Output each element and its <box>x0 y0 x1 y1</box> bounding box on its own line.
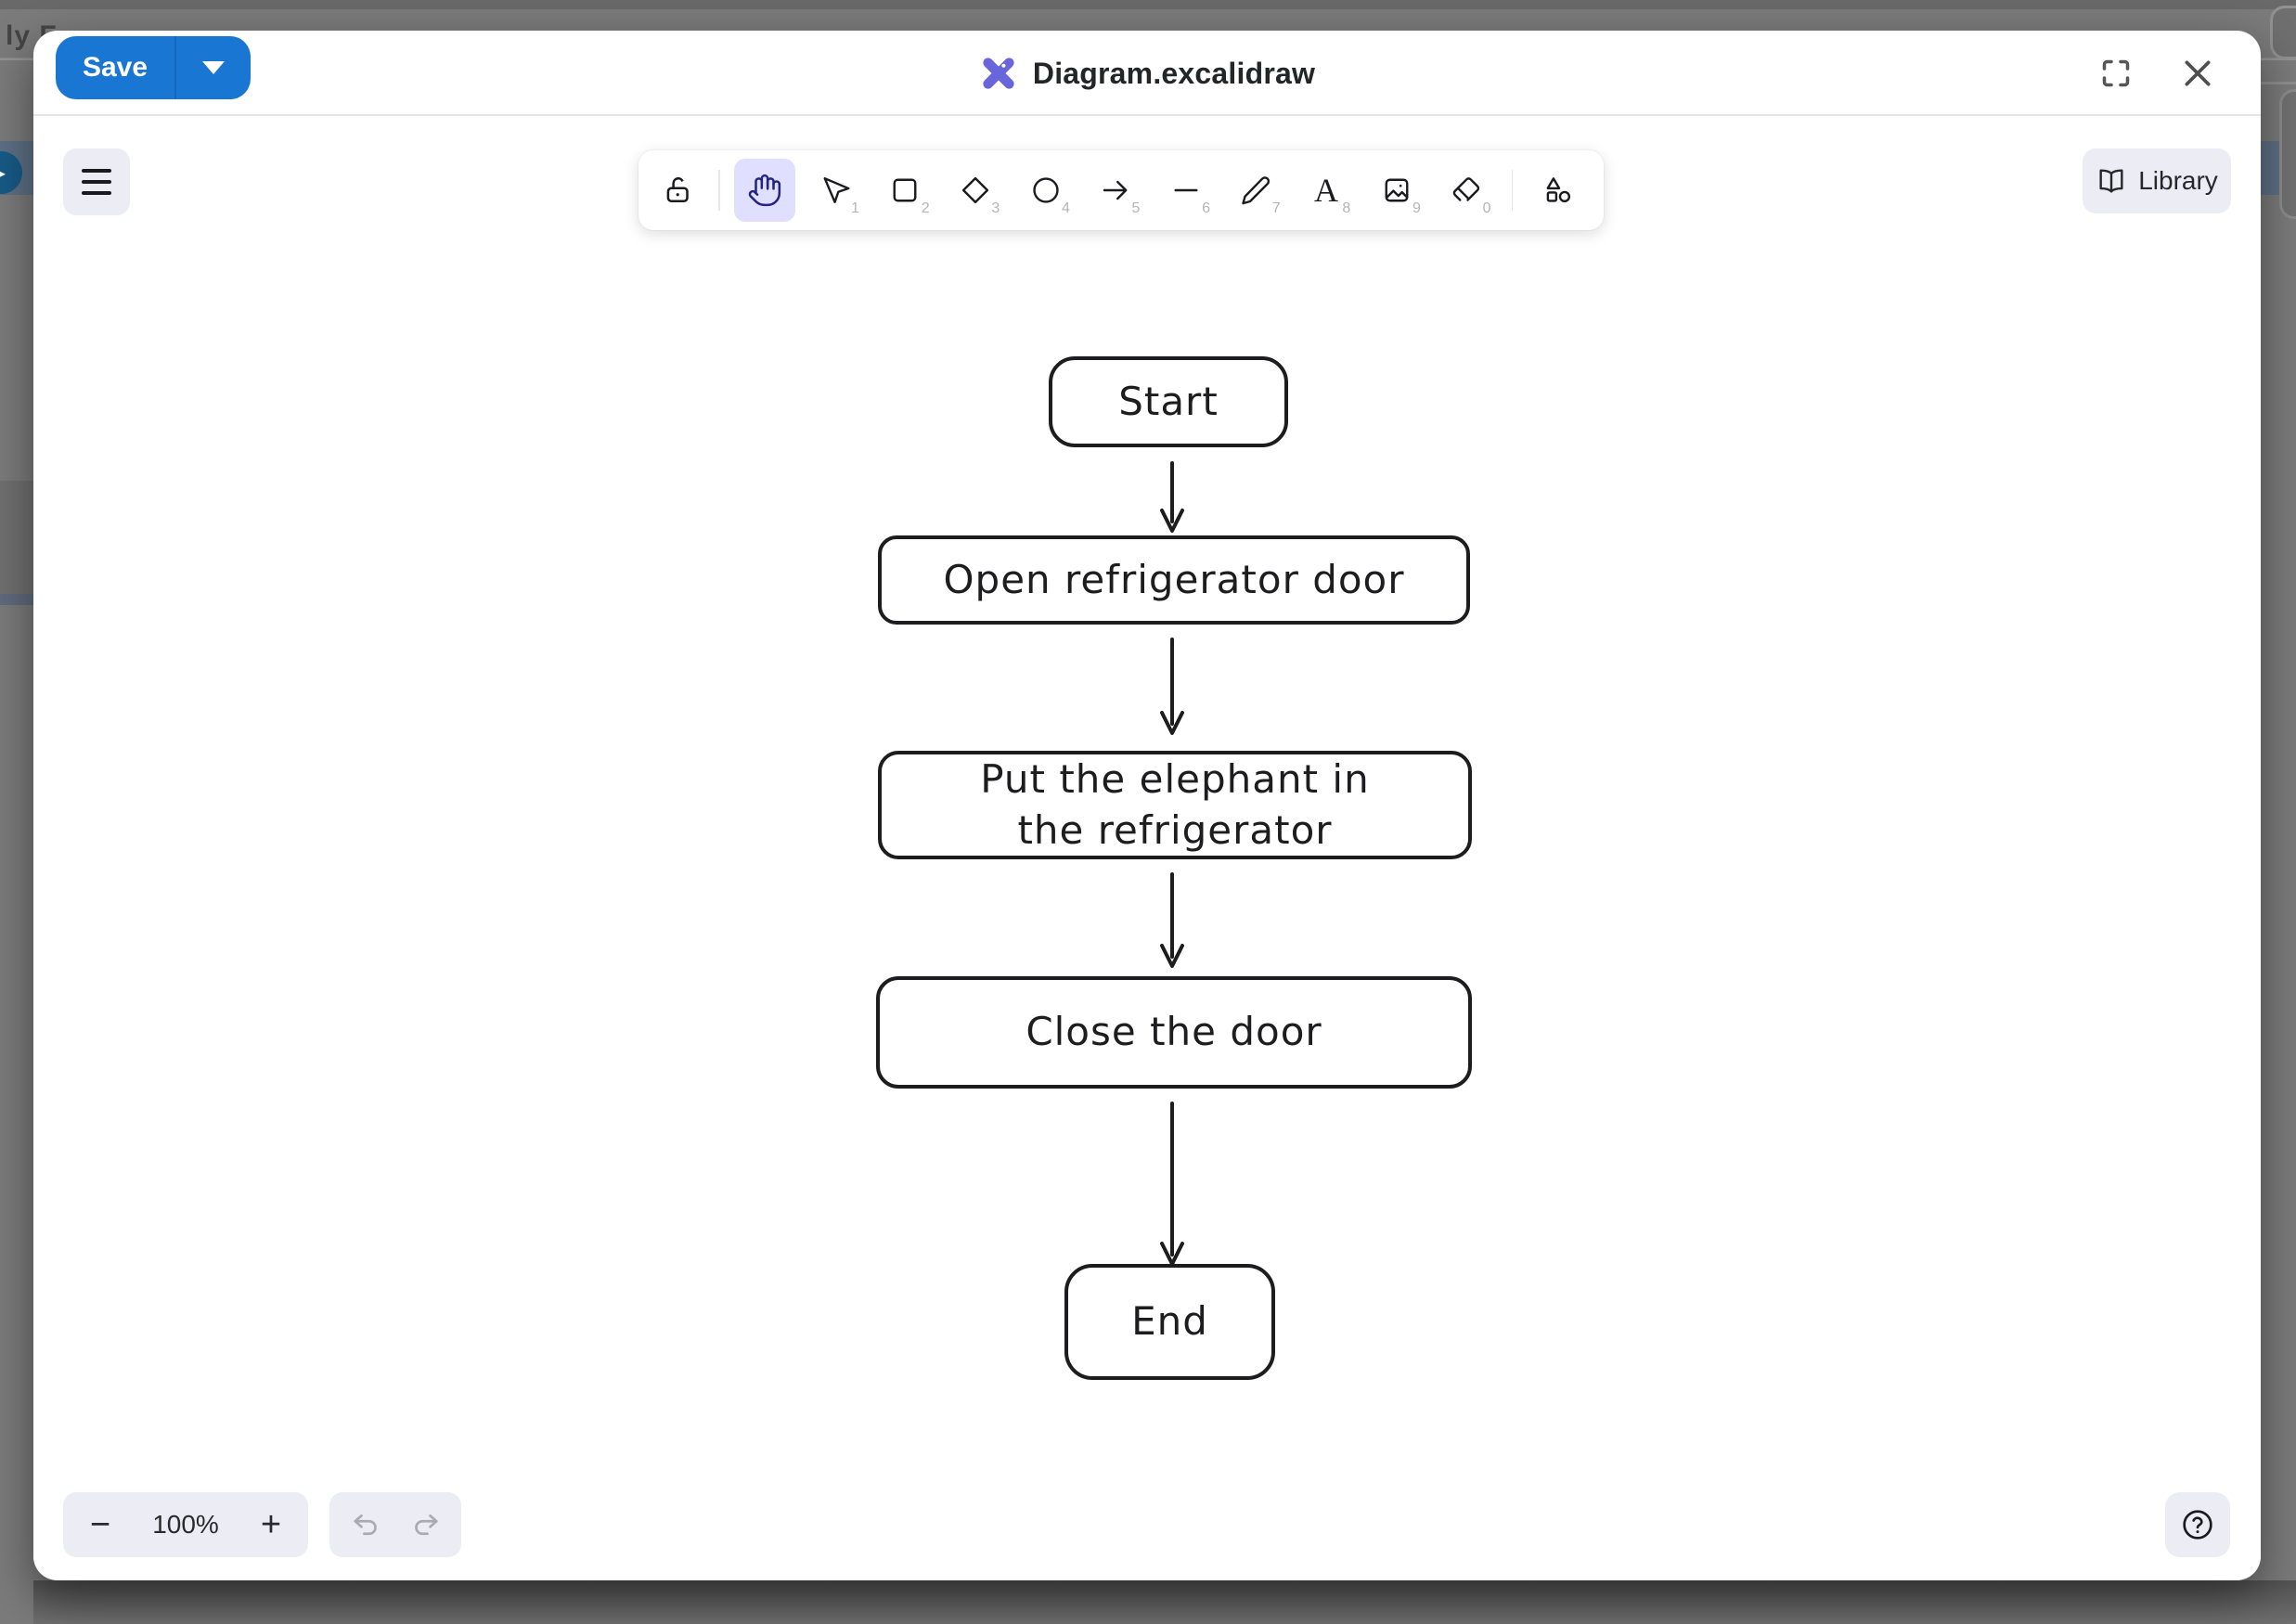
lock-tool[interactable] <box>653 159 704 222</box>
background-band <box>0 481 33 594</box>
library-button[interactable]: Library <box>2083 148 2231 213</box>
close-button[interactable] <box>2175 51 2220 96</box>
background-edge-line <box>2261 82 2296 84</box>
library-button-label: Library <box>2138 166 2218 195</box>
image-tool[interactable]: 9 <box>1365 159 1427 222</box>
tool-island: 1 2 3 4 <box>638 150 1604 230</box>
caret-down-icon <box>202 61 225 74</box>
flowchart-node-end[interactable]: End <box>1064 1264 1275 1380</box>
canvas-area[interactable]: 1 2 3 4 <box>33 116 2261 1579</box>
diamond-icon <box>961 176 989 204</box>
flowchart-arrow-2[interactable] <box>1154 637 1191 737</box>
history-control <box>329 1492 461 1557</box>
ellipse-icon <box>1032 177 1059 203</box>
eraser-tool[interactable]: 0 <box>1436 159 1498 222</box>
flowchart-arrow-1[interactable] <box>1154 460 1191 535</box>
text-tool[interactable]: A 8 <box>1296 159 1358 222</box>
save-split-button: Save <box>56 36 251 99</box>
document-title: Diagram.excalidraw <box>1032 56 1316 90</box>
flowchart-arrow-3[interactable] <box>1154 871 1191 970</box>
image-icon <box>1385 178 1409 202</box>
save-button-separator <box>174 36 176 99</box>
draw-tool[interactable]: 7 <box>1225 159 1287 222</box>
flowchart-arrow-4[interactable] <box>1154 1101 1191 1268</box>
rectangle-icon <box>893 178 917 202</box>
fullscreen-button[interactable] <box>2094 51 2138 96</box>
background-row-divider <box>0 594 33 605</box>
background-card <box>2270 6 2296 59</box>
shapes-icon <box>1546 177 1570 203</box>
hand-tool[interactable] <box>733 159 796 222</box>
help-icon <box>2183 1510 2212 1540</box>
text-icon: A <box>1313 172 1338 209</box>
toolbar-separator <box>717 170 720 211</box>
background-bottom-strip <box>33 1580 2296 1624</box>
selection-tool[interactable]: 1 <box>804 159 866 222</box>
zoom-level[interactable]: 100% <box>152 1510 219 1539</box>
flowchart-node-open[interactable]: Open refrigerator door <box>878 535 1470 625</box>
help-button[interactable] <box>2165 1492 2230 1557</box>
background-topbar <box>0 0 2296 9</box>
book-icon <box>2099 169 2123 193</box>
selection-icon <box>823 177 850 203</box>
line-tool[interactable]: 6 <box>1154 159 1217 222</box>
hand-icon <box>748 174 781 207</box>
undo-button[interactable] <box>345 1504 386 1545</box>
ellipse-tool[interactable]: 4 <box>1014 159 1077 222</box>
save-button[interactable]: Save <box>56 36 174 99</box>
arrow-icon <box>1103 180 1128 200</box>
flowchart-node-close[interactable]: Close the door <box>876 976 1472 1089</box>
zoom-out-button[interactable]: − <box>72 1497 128 1553</box>
header-actions <box>2094 31 2220 116</box>
main-menu-button[interactable] <box>63 148 130 215</box>
line-icon <box>1174 188 1198 192</box>
save-options-button[interactable] <box>176 36 251 99</box>
undo-icon <box>353 1514 377 1536</box>
excalidraw-editor-modal: Save Diagram.excalidraw <box>33 31 2261 1580</box>
rectangle-tool[interactable]: 2 <box>874 159 936 222</box>
zoom-control: − 100% + <box>63 1492 308 1557</box>
excalidraw-logo-icon <box>983 58 1014 89</box>
close-icon <box>2185 60 2211 86</box>
redo-icon <box>414 1514 438 1536</box>
flowchart-node-put[interactable]: Put the elephant in the refrigerator <box>878 751 1472 859</box>
zoom-in-button[interactable]: + <box>243 1497 299 1553</box>
toolbar-separator <box>1511 170 1514 211</box>
diamond-tool[interactable]: 3 <box>945 159 1007 222</box>
fullscreen-icon <box>2102 59 2130 87</box>
background-card <box>2279 89 2296 219</box>
arrow-tool[interactable]: 5 <box>1085 159 1147 222</box>
flowchart-node-start[interactable]: Start <box>1049 356 1288 447</box>
draw-icon <box>1242 176 1271 205</box>
hamburger-icon <box>82 169 111 173</box>
title-area: Diagram.excalidraw <box>33 31 2261 116</box>
eraser-icon <box>1452 177 1480 201</box>
lock-icon <box>667 177 690 202</box>
shapes-tool[interactable] <box>1527 159 1589 222</box>
modal-header: Save Diagram.excalidraw <box>33 31 2261 116</box>
redo-button[interactable] <box>406 1504 446 1545</box>
